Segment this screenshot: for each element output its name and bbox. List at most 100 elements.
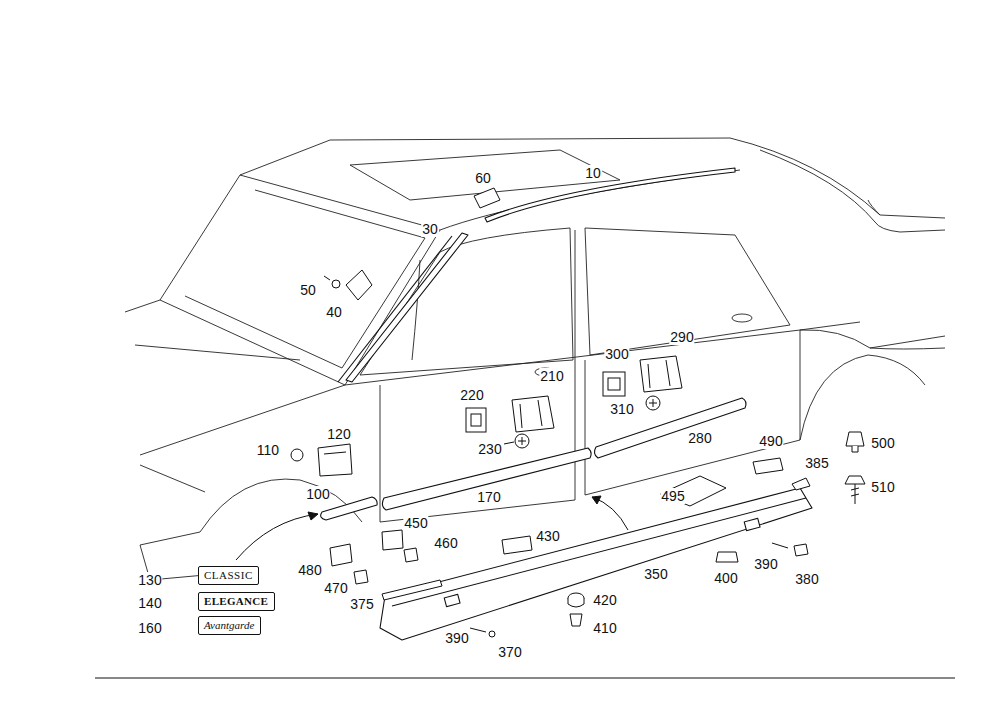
callout-number: 450 <box>403 515 428 531</box>
callout-number: 230 <box>477 441 502 457</box>
leader-lines-part <box>308 512 318 520</box>
car-body-part <box>140 465 205 492</box>
callout-number: 460 <box>433 535 458 551</box>
callout-number: 210 <box>539 368 564 384</box>
clips-part <box>851 488 859 496</box>
car-body-part <box>125 300 160 312</box>
clips-part <box>570 614 582 626</box>
callout-number: 390 <box>444 630 469 646</box>
clips-part <box>515 434 529 448</box>
car-body-part <box>870 348 945 349</box>
clips-part <box>382 580 442 600</box>
moldings-part <box>744 518 760 530</box>
clips-part <box>502 536 532 554</box>
leader-lines-part <box>772 543 788 548</box>
callout-number: 140 <box>137 595 162 611</box>
clips-part <box>382 530 403 550</box>
callout-number: 130 <box>137 572 162 588</box>
moldings-part <box>444 594 460 606</box>
callout-number: 400 <box>713 570 738 586</box>
clips-part <box>474 188 500 208</box>
clips-part <box>466 408 486 432</box>
clips-part <box>846 432 864 446</box>
clips-part <box>855 484 856 504</box>
leader-lines <box>236 496 788 632</box>
car-body-part <box>140 385 345 455</box>
clips-part <box>640 356 682 392</box>
clips-part <box>471 414 481 426</box>
callout-number: 410 <box>592 620 617 636</box>
car-body-part <box>800 330 945 348</box>
callout-number: 380 <box>794 571 819 587</box>
clips-part <box>649 399 657 407</box>
moldings-part <box>485 168 735 222</box>
callout-number: 280 <box>687 430 712 446</box>
leader-lines-part <box>592 496 601 504</box>
callout-number: 60 <box>474 170 492 186</box>
emblem-plate: ELEGANCE <box>198 592 275 611</box>
moldings-part <box>338 236 452 382</box>
moldings-part <box>382 448 591 510</box>
moldings-part <box>392 498 806 606</box>
callout-number: 290 <box>669 329 694 345</box>
car-body-part <box>160 175 440 385</box>
callout-number: 50 <box>299 282 317 298</box>
callout-number: 10 <box>584 165 602 181</box>
leader-lines-part <box>236 514 318 560</box>
clips-part <box>792 478 810 490</box>
callout-number: 220 <box>459 387 484 403</box>
emblem-plate: Avantgarde <box>198 616 261 635</box>
clips-part <box>354 570 368 584</box>
car-body-part <box>800 355 925 440</box>
moldings-part <box>380 488 812 640</box>
clips-part <box>512 396 554 432</box>
clips-part <box>603 372 625 396</box>
clips-part <box>852 446 858 452</box>
clips-part <box>568 598 584 607</box>
callout-number: 310 <box>609 401 634 417</box>
callout-number: 430 <box>535 528 560 544</box>
clips-part <box>291 449 303 461</box>
clips-part <box>324 276 330 280</box>
callout-number: 420 <box>592 592 617 608</box>
clips-part <box>646 396 660 410</box>
callout-number: 390 <box>753 556 778 572</box>
clips-part <box>794 544 808 556</box>
clips-part <box>489 631 495 637</box>
callout-number: 500 <box>870 435 895 451</box>
emblem-text: Avantgarde <box>204 619 255 632</box>
moldings <box>321 168 812 640</box>
clips-part <box>716 552 738 562</box>
callout-number: 375 <box>349 596 374 612</box>
clips-part <box>330 544 352 566</box>
callout-number: 490 <box>758 433 783 449</box>
car-body-part <box>240 138 945 218</box>
callout-number: 370 <box>497 644 522 660</box>
clips-part <box>608 378 620 390</box>
callout-number: 350 <box>643 566 668 582</box>
clips-part <box>660 476 726 506</box>
car-body-part <box>360 228 573 375</box>
callout-number: 120 <box>326 426 351 442</box>
callout-number: 480 <box>297 562 322 578</box>
callout-number: 100 <box>305 486 330 502</box>
callout-number: 40 <box>325 304 343 320</box>
clips-part <box>520 400 542 428</box>
car-body-part <box>135 345 300 360</box>
clips-part <box>518 437 526 445</box>
clips-part <box>504 442 514 444</box>
clips-part <box>346 270 372 300</box>
moldings-part <box>594 398 746 458</box>
leader-lines-part <box>470 628 486 632</box>
clips-part <box>648 360 670 388</box>
page-rule <box>95 678 955 679</box>
clips-part <box>324 452 346 454</box>
clips-part <box>753 458 783 474</box>
car-body-part <box>585 330 800 495</box>
clips-part <box>332 280 340 288</box>
car-body <box>125 138 945 580</box>
leader-lines-part <box>592 497 628 530</box>
car-body-part <box>760 150 945 232</box>
clips-part <box>404 548 418 562</box>
